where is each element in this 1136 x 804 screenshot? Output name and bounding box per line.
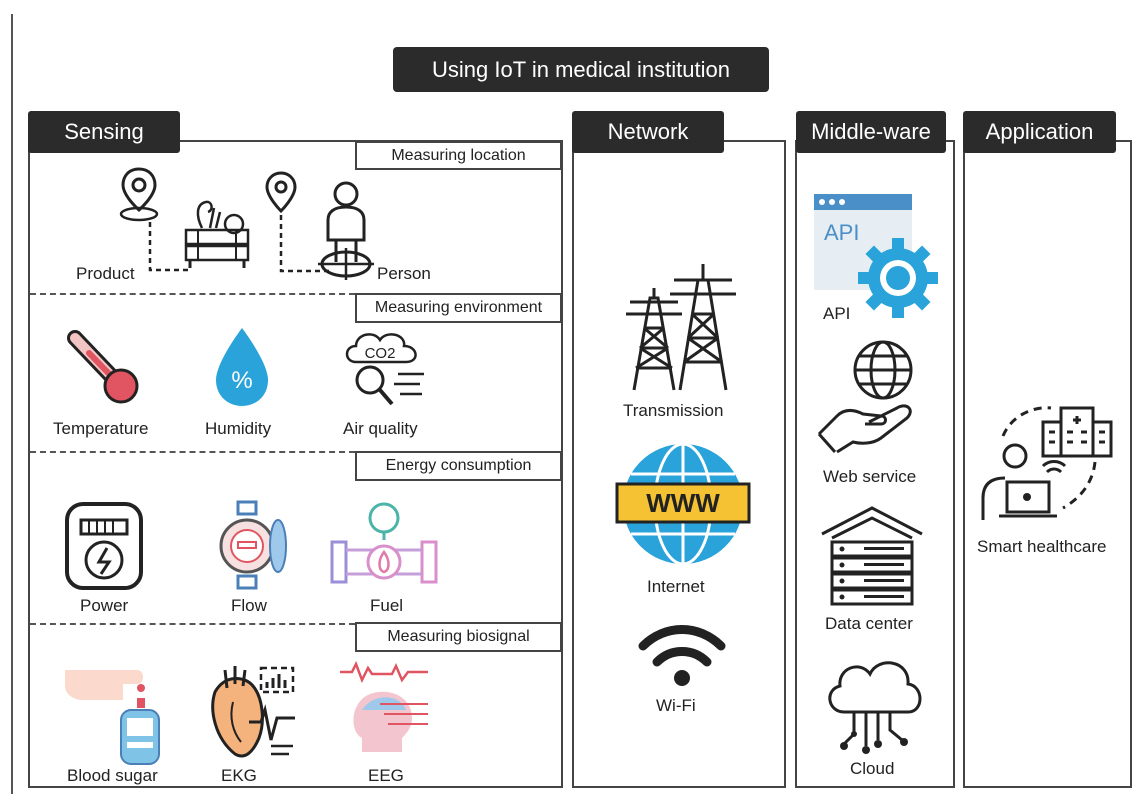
section-divider-3 xyxy=(30,623,355,625)
label-smart-healthcare: Smart healthcare xyxy=(977,537,1107,556)
smart-healthcare-icon xyxy=(981,406,1113,520)
api-gear-icon: API xyxy=(814,194,938,318)
application-header: Application xyxy=(963,111,1116,153)
label-data-center: Data center xyxy=(825,614,913,633)
label-wifi: Wi-Fi xyxy=(656,696,696,715)
co2-glyph: CO2 xyxy=(365,345,396,362)
label-cloud: Cloud xyxy=(850,759,895,778)
web-service-hand-globe-icon xyxy=(817,340,913,454)
blood-sugar-meter-icon xyxy=(65,670,160,765)
label-fuel: Fuel xyxy=(370,596,404,615)
api-glyph: API xyxy=(824,220,859,245)
label-api: API xyxy=(823,304,851,323)
location-pin-icon xyxy=(119,167,159,222)
label-power: Power xyxy=(80,596,129,615)
label-transmission: Transmission xyxy=(623,401,724,420)
diagram-title: Using IoT in medical institution xyxy=(393,47,769,92)
label-flow: Flow xyxy=(231,596,267,615)
network-header: Network xyxy=(572,111,724,153)
section-divider-2 xyxy=(30,451,355,453)
label-product: Product xyxy=(76,264,135,283)
label-eeg: EEG xyxy=(368,766,404,785)
location-pin-icon xyxy=(265,171,297,214)
internet-globe-www-icon: WWW xyxy=(615,442,751,566)
left-border-line xyxy=(11,14,13,794)
data-center-server-icon xyxy=(821,506,923,606)
person-target-icon xyxy=(318,181,374,280)
transmission-tower-icon xyxy=(626,264,736,391)
humidity-drop-icon: % xyxy=(216,328,268,406)
thermometer-icon xyxy=(67,330,139,404)
label-ekg: EKG xyxy=(221,766,257,785)
product-crate-icon xyxy=(184,200,250,268)
label-person: Person xyxy=(377,264,431,283)
label-web-service: Web service xyxy=(823,467,917,486)
section-divider-1 xyxy=(30,293,355,295)
label-internet: Internet xyxy=(647,577,705,596)
middleware-header: Middle-ware xyxy=(796,111,946,153)
www-glyph: WWW xyxy=(646,488,720,518)
section-label-biosignal: Measuring biosignal xyxy=(355,622,562,652)
dashed-connector-person xyxy=(279,215,333,273)
label-humidity: Humidity xyxy=(205,419,272,438)
power-meter-icon xyxy=(65,502,143,590)
water-flow-meter-icon xyxy=(219,500,287,590)
label-air-quality: Air quality xyxy=(343,419,418,438)
cloud-network-icon xyxy=(828,661,922,754)
section-label-energy: Energy consumption xyxy=(355,451,562,481)
dashed-connector-product xyxy=(148,222,188,272)
sensing-header: Sensing xyxy=(28,111,180,153)
heart-ekg-icon xyxy=(211,666,295,758)
label-temperature: Temperature xyxy=(53,419,149,438)
section-label-location: Measuring location xyxy=(355,141,562,170)
eeg-head-icon xyxy=(340,660,428,752)
humidity-percent-glyph: % xyxy=(231,367,252,394)
section-label-environment: Measuring environment xyxy=(355,293,562,323)
air-quality-co2-icon: CO2 xyxy=(345,333,424,406)
wifi-icon xyxy=(638,625,726,686)
label-blood-sugar: Blood sugar xyxy=(67,766,158,785)
fuel-pipe-icon xyxy=(330,502,438,584)
